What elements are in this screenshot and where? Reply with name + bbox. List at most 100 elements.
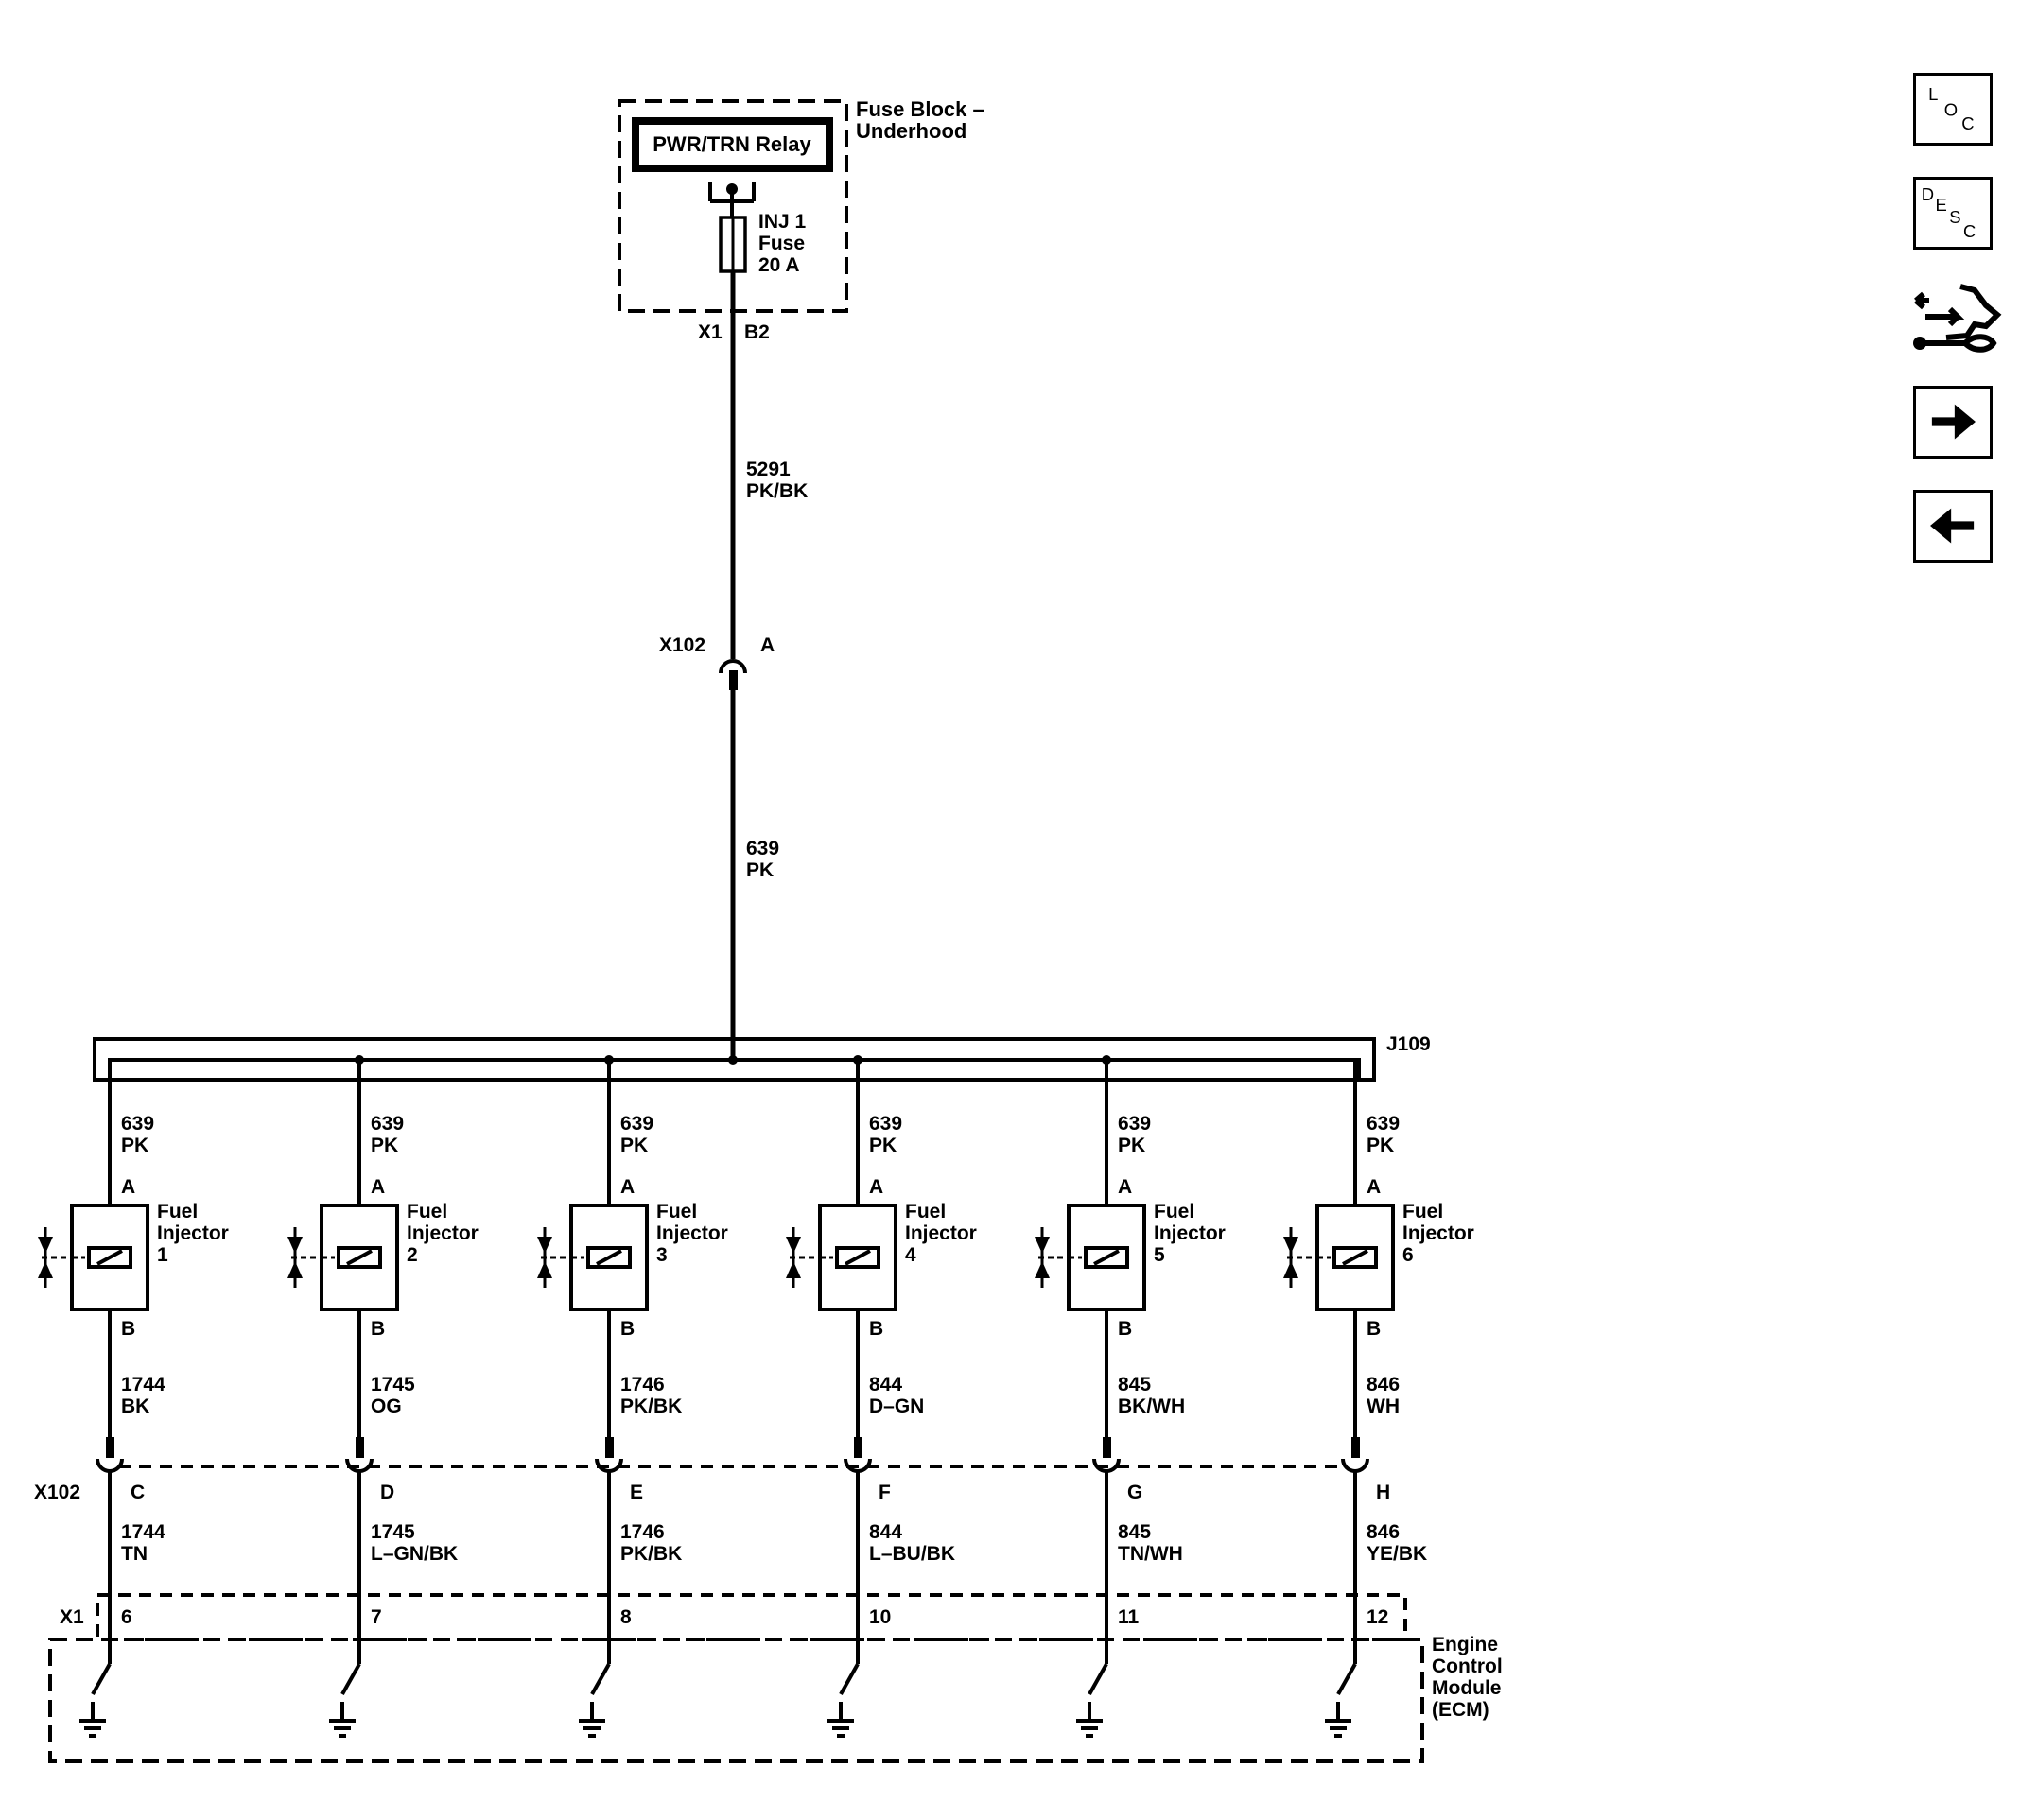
ecm-wire-circuit: 1746	[620, 1521, 665, 1543]
x102-pin: F	[879, 1482, 891, 1503]
x102-pin: D	[380, 1482, 394, 1503]
ecm-switch-icon	[1336, 1663, 1357, 1695]
loc-icon: L O C	[1928, 84, 1974, 133]
injector-control-color: PK/BK	[620, 1395, 682, 1417]
x102-connector-bottom: X102	[34, 1465, 1344, 1503]
splice-node	[853, 1055, 862, 1065]
x102-pin: G	[1127, 1482, 1142, 1503]
ecm-wire-color: PK/BK	[620, 1543, 682, 1565]
j109-label: J109	[1386, 1033, 1431, 1055]
injector-number: 5	[1154, 1244, 1165, 1266]
ecm-switch-icon	[839, 1663, 860, 1695]
x102-terminal-icon	[1341, 1458, 1369, 1473]
desc-button[interactable]: D E S C	[1913, 177, 1993, 250]
injector-supply-circuit: 639	[620, 1113, 653, 1135]
main-wire: 639 PK	[730, 690, 779, 1058]
loc-letter-c: C	[1961, 113, 1974, 133]
ecm-wire-circuit: 1744	[121, 1521, 165, 1543]
ecm-name-4: (ECM)	[1432, 1699, 1489, 1721]
injector-name: Injector	[905, 1222, 977, 1244]
injector-control-circuit: 845	[1118, 1374, 1151, 1395]
injector-name: Injector	[1154, 1222, 1226, 1244]
feed-wire-circuit: 5291	[746, 459, 791, 480]
main-wire-color: PK	[746, 859, 774, 881]
arrow-left-icon	[1930, 508, 1975, 544]
injector-control-circuit: 846	[1367, 1374, 1400, 1395]
ecm-wire-color: L–GN/BK	[371, 1543, 458, 1565]
injector-supply-circuit: 639	[121, 1113, 154, 1135]
injector-pin-a: A	[1118, 1176, 1132, 1198]
injector-number: 1	[157, 1244, 168, 1266]
injector-number: 2	[407, 1244, 418, 1266]
injector-supply-circuit: 639	[371, 1113, 404, 1135]
injector-pin-b: B	[121, 1318, 135, 1340]
injector-pin-a: A	[371, 1176, 385, 1198]
injector-pin-a: A	[620, 1176, 635, 1198]
ecm-wire-color: TN/WH	[1118, 1543, 1183, 1565]
ecm-pin: 11	[1118, 1606, 1140, 1628]
relay-label: PWR/TRN Relay	[653, 132, 811, 156]
injector-control-color: BK/WH	[1118, 1395, 1185, 1417]
x102-top-label: X102	[659, 634, 705, 656]
injector-supply-circuit: 639	[869, 1113, 902, 1135]
ecm-pin: 12	[1367, 1606, 1388, 1628]
fuse-pin-label: B2	[744, 321, 770, 343]
splice-node	[1102, 1055, 1111, 1065]
next-button[interactable]	[1913, 386, 1993, 459]
inj1-fuse: INJ 1 Fuse 20 A	[719, 211, 807, 276]
fuse-block-title-2: Underhood	[856, 119, 966, 143]
injector-name: Fuel	[905, 1201, 946, 1222]
injector-supply-color: PK	[869, 1135, 897, 1156]
loc-letter-o: O	[1944, 99, 1958, 119]
x102-bottom-label: X102	[34, 1482, 80, 1503]
injector-supply-color: PK	[620, 1135, 648, 1156]
ecm-wire-color: YE/BK	[1367, 1543, 1427, 1565]
injector-pin-b: B	[869, 1318, 883, 1340]
injector-name: Fuel	[1154, 1201, 1194, 1222]
desc-letter-s: S	[1949, 207, 1960, 227]
feed-wire: 5291 PK/BK	[730, 271, 808, 659]
fuse-block-title-1: Fuse Block –	[856, 97, 984, 121]
ecm-wire-circuit: 844	[869, 1521, 902, 1543]
ecm-pin: 8	[620, 1606, 632, 1628]
splice-node	[355, 1055, 364, 1065]
injector-pin-a: A	[121, 1176, 135, 1198]
ecm-wire-color: L–BU/BK	[869, 1543, 955, 1565]
previous-button[interactable]	[1913, 490, 1993, 563]
injector-name: Fuel	[656, 1201, 697, 1222]
ecm-switch-icon	[91, 1663, 112, 1695]
injector-supply-circuit: 639	[1367, 1113, 1400, 1135]
injector-control-color: OG	[371, 1395, 402, 1417]
arrow-right-icon	[1931, 404, 1976, 440]
x102-connector-top: X102 A	[659, 634, 775, 690]
service-info-button[interactable]	[1908, 277, 2003, 362]
injector-supply-color: PK	[1118, 1135, 1145, 1156]
injector-supply-color: PK	[1367, 1135, 1394, 1156]
loc-button[interactable]: L O C	[1913, 73, 1993, 146]
relay-contact	[708, 182, 756, 217]
main-wire-circuit: 639	[746, 838, 779, 859]
injector-name: Injector	[1402, 1222, 1474, 1244]
ecm-name-3: Module	[1432, 1677, 1502, 1699]
ecm-wire-color: TN	[121, 1543, 148, 1565]
ecm-wire-circuit: 1745	[371, 1521, 415, 1543]
x102-top-pin: A	[760, 634, 775, 656]
injector-number: 3	[656, 1244, 668, 1266]
x102-pin: C	[131, 1482, 145, 1503]
injector-branches: 639PKAFuelInjector1B1744BKC1744TN6639PKA…	[38, 1055, 1474, 1738]
loc-letter-l: L	[1928, 84, 1938, 104]
desc-letter-c: C	[1963, 221, 1976, 241]
injector-pin-b: B	[371, 1318, 385, 1340]
injector-control-color: D–GN	[869, 1395, 924, 1417]
injector-name: Injector	[407, 1222, 479, 1244]
injector-number: 4	[905, 1244, 916, 1266]
ecm-name-1: Engine	[1432, 1634, 1498, 1655]
j109-splice: J109	[93, 1033, 1431, 1082]
injector-name: Injector	[656, 1222, 728, 1244]
injector-pin-a: A	[1367, 1176, 1381, 1198]
ecm-pin: 7	[371, 1606, 382, 1628]
